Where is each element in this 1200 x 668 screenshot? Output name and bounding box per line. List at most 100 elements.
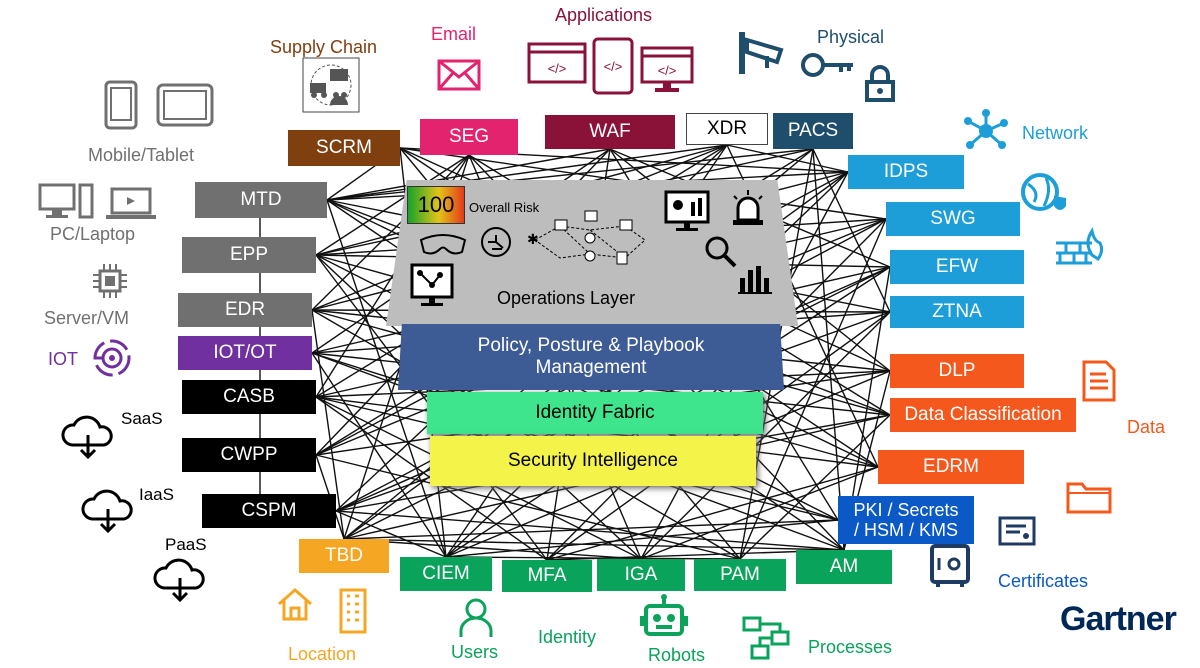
idps-box[interactable]: IDPS [848,155,964,189]
robots-label: Robots [648,645,706,665]
identity-label: Identity [538,627,597,647]
mtd-box[interactable]: MTD [195,182,327,218]
building-icon [339,588,367,634]
process-flow-icon [742,616,790,660]
email-icon [437,59,481,91]
users-label: Users [451,642,499,662]
supply-chain-label: Supply Chain [270,37,378,57]
house-icon [278,588,312,621]
certificates-label: Certificates [998,571,1089,591]
iaas-label: IaaS [139,485,174,504]
workflow-monitor-icon [410,263,454,306]
svg-text:</>: </> [658,63,677,78]
certificate-icon [998,516,1036,546]
connection-line [311,309,345,540]
connection-line [311,309,741,560]
desktop-pc-icon [38,183,94,219]
pacs-box[interactable]: PACS [773,113,853,149]
overall-risk-label: Overall Risk [469,200,540,215]
svg-text:</>: </> [604,59,623,74]
connection-line [445,519,839,558]
edrm-box[interactable]: EDRM [878,450,1024,484]
connection-line [812,148,845,551]
magnifier-icon [705,236,737,268]
operations-layer-label: Operations Layer [497,288,636,308]
saas-label: SaaS [121,409,163,428]
iot-ot-box[interactable]: IOT/OT [178,336,312,370]
supply-chain-icon [302,57,360,113]
connection-line [335,510,447,558]
pam-box[interactable]: PAM [694,559,786,591]
network-map-icon: ✱ [527,210,646,265]
pc-laptop-label: PC/Laptop [50,224,136,244]
am-box[interactable]: AM [796,550,892,584]
dlp-box[interactable]: DLP [890,354,1024,388]
mobile-phone-icon [104,80,138,130]
pki-box[interactable]: PKI / Secrets / HSM / KMS [838,496,974,544]
key-icon [801,53,853,77]
mfa-box[interactable]: MFA [502,560,592,592]
mobile-app-icon: </> [592,37,634,95]
connection-line [726,144,849,173]
network-label: Network [1022,123,1089,143]
svg-text:✱: ✱ [527,231,539,247]
edr-box[interactable]: EDR [178,293,312,327]
connection-line [326,144,728,201]
processes-label: Processes [808,637,893,657]
tablet-icon [156,83,214,127]
epp-box[interactable]: EPP [182,237,316,273]
ztna-box[interactable]: ZTNA [890,296,1024,328]
connection-line [315,154,470,256]
pki-line-1: PKI / Secrets [853,500,959,520]
ciem-box[interactable]: CIEM [400,557,492,591]
email-label: Email [431,24,477,44]
connection-line [343,538,642,560]
applications-label: Applications [555,5,653,25]
alarm-siren-icon [733,190,763,225]
iga-box[interactable]: IGA [597,559,685,591]
connection-line [640,466,879,560]
waf-box[interactable]: WAF [545,115,675,149]
identity-fabric-layer: Identity Fabric [427,392,763,434]
secure-globe-icon [1021,173,1066,211]
scrm-box[interactable]: SCRM [288,130,400,166]
server-vm-label: Server/VM [44,308,130,328]
ai-brain-icon [481,227,511,257]
gartner-logo: Gartner [1060,600,1177,638]
connection-line [311,352,447,558]
iaas-cloud-icon [81,489,133,534]
cspm-box[interactable]: CSPM [202,494,336,528]
seg-box[interactable]: SEG [420,119,518,155]
connection-line [546,549,845,561]
lock-icon [865,65,895,102]
policy-line-1: Policy, Posture & Playbook [477,335,705,356]
iot-label: IOT [48,349,78,369]
swg-box[interactable]: SWG [886,202,1020,236]
data-classification-box[interactable]: Data Classification [890,398,1076,432]
policy-posture-layer: Policy, Posture & Playbook Management [398,324,784,390]
risk-score-badge: 100 [407,186,465,224]
physical-label: Physical [817,27,885,47]
casb-box[interactable]: CASB [182,380,316,414]
connection-line [335,510,845,551]
folder-icon [1066,482,1112,514]
iot-sensor-icon [93,339,131,377]
paas-label: PaaS [165,535,207,554]
xdr-box[interactable]: XDR [686,113,768,145]
efw-box[interactable]: EFW [890,250,1024,284]
bar-chart-icon [738,266,772,294]
tbd-box[interactable]: TBD [299,539,389,573]
connection-line [812,148,891,313]
safe-vault-icon [930,544,970,587]
connection-line [640,311,891,560]
pki-line-2: / HSM / KMS [853,520,958,540]
desktop-app-icon: </> [640,46,694,92]
connection-line [739,414,891,560]
location-label: Location [288,644,357,664]
document-icon [1082,360,1116,402]
laptop-icon [106,187,156,219]
connection-line [326,148,611,201]
dashboard-monitor-icon [664,190,710,231]
firewall-icon [1056,227,1104,265]
cwpp-box[interactable]: CWPP [182,438,316,472]
